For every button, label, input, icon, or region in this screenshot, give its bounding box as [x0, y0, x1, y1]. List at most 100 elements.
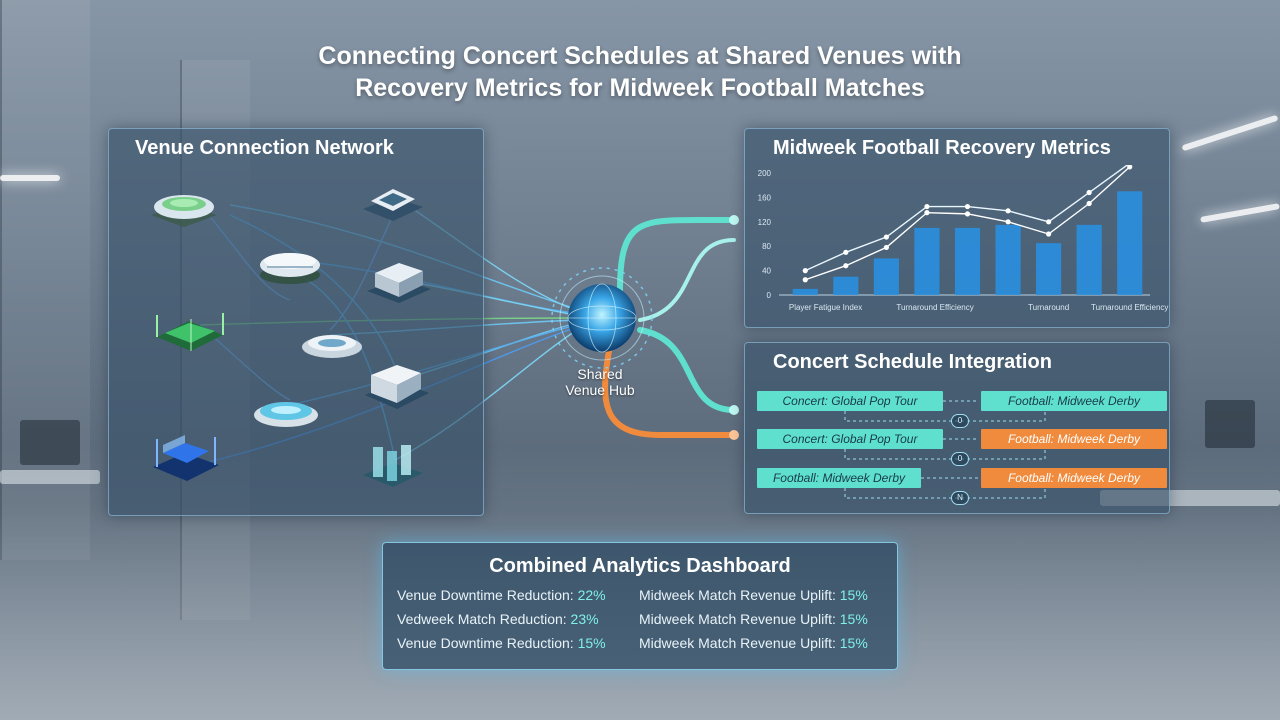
- schedule-links: [844, 400, 1046, 499]
- stat-label: Midweek Match Revenue Uplift:: [639, 635, 840, 651]
- y-tick-label: 80: [762, 242, 771, 251]
- y-tick-label: 200: [758, 169, 772, 178]
- series-point: [1127, 165, 1132, 166]
- title-line-2: Recovery Metrics for Midweek Football Ma…: [355, 74, 925, 102]
- series-point: [883, 244, 889, 251]
- stat-value: 15%: [577, 635, 606, 651]
- grid-tower-icon: [363, 445, 423, 487]
- series-point: [802, 268, 808, 274]
- stat-value: 22%: [577, 587, 606, 603]
- recovery-metrics-panel: Midweek Football Recovery Metrics 200 160…: [744, 128, 1170, 328]
- page-title: Connecting Concert Schedules at Shared V…: [0, 40, 1280, 104]
- series-point: [1005, 208, 1011, 214]
- concert-schedule-panel: Concert Schedule Integration Concert: Gl…: [744, 342, 1170, 514]
- stat-value: 15%: [839, 611, 868, 627]
- chart-bar: [914, 227, 940, 295]
- open-stadium-icon: [156, 313, 224, 351]
- indoor-arena-icon: [365, 365, 429, 409]
- bowl-stadium-icon: [254, 402, 318, 427]
- panel-title: Combined Analytics Dashboard: [489, 555, 791, 577]
- hub-globe-icon: [551, 267, 653, 369]
- schedule-left-item[interactable]: Concert: Global Pop Tour: [757, 391, 943, 411]
- series-point: [924, 210, 930, 216]
- concert-stage-icon: [153, 435, 219, 481]
- title-line-1: Connecting Concert Schedules at Shared V…: [318, 42, 962, 70]
- glass-wall: [0, 0, 90, 560]
- y-tick-label: 40: [762, 267, 771, 276]
- y-tick-label: 120: [758, 218, 772, 227]
- analytics-stat: Vedweek Match Reduction: 23%: [397, 611, 599, 627]
- schedule-link-badge: 0: [951, 414, 969, 428]
- y-tick-label: 160: [758, 193, 772, 202]
- stat-value: 15%: [839, 587, 868, 603]
- series-point: [924, 203, 930, 210]
- stat-label: Midweek Match Revenue Uplift:: [639, 611, 840, 627]
- connector-dot: [729, 405, 739, 415]
- series-point: [883, 234, 889, 240]
- hub-to-panels: [602, 217, 737, 438]
- chart-bar: [792, 288, 818, 295]
- stat-value: 23%: [570, 611, 599, 627]
- dome-stadium-icon: [260, 253, 320, 284]
- analytics-dashboard-panel: Combined Analytics Dashboard Venue Downt…: [382, 542, 898, 670]
- series-point: [1005, 219, 1011, 225]
- ceiling-light: [0, 175, 60, 181]
- chart-bar: [1117, 191, 1143, 295]
- chart-bar: [954, 227, 981, 295]
- analytics-stat: Venue Downtime Reduction: 22%: [397, 587, 606, 603]
- schedule-link-badge: 0: [951, 452, 969, 466]
- domed-stadium-icon: [151, 195, 217, 227]
- panel-title: Concert Schedule Integration: [773, 351, 1052, 373]
- series-point: [843, 263, 849, 269]
- x-category-label: Turnaround Efficiency: [896, 303, 973, 312]
- series-point: [964, 203, 971, 210]
- series-point: [802, 277, 808, 283]
- analytics-stat: Venue Downtime Reduction: 15%: [397, 635, 606, 651]
- analytics-stat: Midweek Match Revenue Uplift: 15%: [639, 611, 868, 627]
- analytics-stat: Midweek Match Revenue Uplift: 15%: [639, 635, 868, 651]
- x-category-label: Turnaround Efficiency: [1091, 303, 1168, 312]
- stat-label: Venue Downtime Reduction:: [397, 635, 578, 651]
- desk: [0, 470, 100, 484]
- chart-bar: [995, 224, 1021, 295]
- venue-network-panel: Venue Connection Network: [108, 128, 484, 516]
- series-point: [964, 211, 971, 217]
- stat-value: 15%: [839, 635, 868, 651]
- stat-label: Vedweek Match Reduction:: [397, 611, 571, 627]
- chart-bar: [1076, 224, 1102, 295]
- schedule-right-item[interactable]: Football: Midweek Derby: [981, 429, 1167, 449]
- series-point: [1086, 200, 1092, 207]
- series-point: [1046, 219, 1052, 225]
- monitor: [20, 420, 80, 465]
- hub-label-line-2: Venue Hub: [565, 382, 635, 398]
- chart-bar: [833, 276, 859, 295]
- series-point: [1127, 165, 1133, 170]
- hub-label: Shared Venue Hub: [550, 366, 650, 398]
- y-tick-label: 0: [767, 291, 772, 300]
- chart-bar: [873, 258, 899, 295]
- analytics-stat: Midweek Match Revenue Uplift: 15%: [639, 587, 868, 603]
- stat-label: Venue Downtime Reduction:: [397, 587, 578, 603]
- panel-title: Venue Connection Network: [135, 137, 394, 159]
- arena-hall-icon: [367, 263, 431, 303]
- series-point: [1046, 231, 1052, 237]
- monitor: [1205, 400, 1255, 448]
- schedule-right-item[interactable]: Football: Midweek Derby: [981, 468, 1167, 488]
- schedule-link-badge: N: [951, 491, 969, 505]
- connector-dot: [729, 430, 739, 440]
- series-point: [843, 249, 849, 255]
- schedule-left-item[interactable]: Concert: Global Pop Tour: [757, 429, 943, 449]
- arena-block-icon: [363, 189, 423, 221]
- x-category-label: Player Fatigue Index: [789, 303, 862, 312]
- hub-label-line-1: Shared: [577, 366, 623, 382]
- stat-label: Midweek Match Revenue Uplift:: [639, 587, 840, 603]
- chart-bar: [1036, 243, 1062, 295]
- schedule-right-item[interactable]: Football: Midweek Derby: [981, 391, 1167, 411]
- panel-title: Midweek Football Recovery Metrics: [773, 137, 1111, 159]
- oval-stadium-icon: [302, 335, 362, 358]
- series-point: [1086, 189, 1092, 196]
- schedule-left-item[interactable]: Football: Midweek Derby: [757, 468, 921, 488]
- x-category-label: Turnaround: [1028, 303, 1069, 312]
- connector-dot: [729, 215, 739, 225]
